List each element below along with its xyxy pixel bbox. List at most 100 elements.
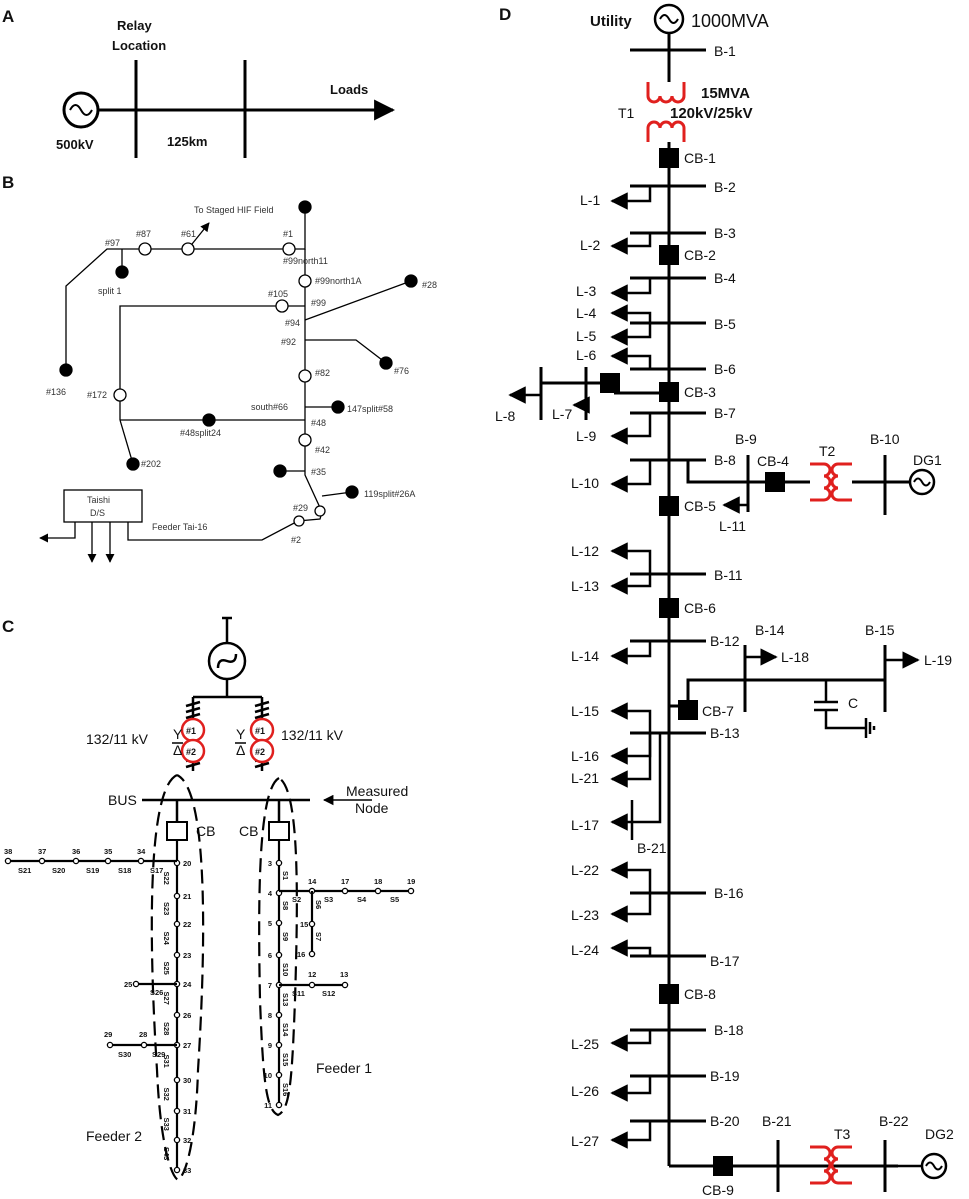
load-l23-arrow [610,893,652,923]
f2-node-label: 26 [183,1011,191,1020]
panel-d-loads: L-1L-2L-3L-4L-5L-6L-9L-10L-12L-13L-14L-1… [495,186,952,1149]
relay-location-label-1: Relay [117,18,152,33]
f2-branch-node-label: 37 [38,847,46,856]
tx-left-2-label: #2 [186,747,196,757]
tx-left [180,717,206,764]
f2-branch-node-label: 36 [72,847,80,856]
load-l6-arrow [610,347,652,369]
f2-node-label: 33 [183,1166,191,1175]
f2-section-s29-label: S29 [152,1050,165,1059]
f1-section-label: S8 [281,901,290,910]
relay-location-label-2: Location [112,38,166,53]
capacitor-label: C [848,695,858,711]
f1-node-13 [341,981,349,989]
f1-node-label: 9 [268,1041,272,1050]
load-l13-arrow [610,574,652,595]
cb2-label: CB-2 [684,247,716,263]
f2-node-28-label: 28 [139,1030,147,1039]
load-l10-label: L-10 [571,475,599,491]
utility-label: Utility [590,13,632,30]
t1-rating-label-1: 15MVA [701,85,750,102]
b10-label: B-10 [870,431,900,447]
t2-transformer [810,462,852,502]
node-172-label: #172 [87,390,107,400]
f2-node-label: 30 [183,1076,191,1085]
f1-node-12-label: 12 [308,970,316,979]
f1-node-label: 5 [268,919,272,928]
capacitor-icon [814,680,876,738]
f2-node-label: 21 [183,892,191,901]
load-l2-arrow [610,233,652,255]
f1-node-label: 11 [264,1101,272,1110]
f1-section-label: S15 [281,1053,290,1066]
f2-node [173,1076,181,1084]
feeder2-label: Feeder 2 [86,1128,142,1144]
cb1-label: CB-1 [684,150,716,166]
feeder1-loop [258,777,298,1117]
f2-node [173,892,181,900]
b4-label: B-4 [714,270,736,286]
load-l8-label: L-8 [495,408,515,424]
f2-branch-section-label: S19 [86,866,99,875]
load-l24-arrow [610,939,652,957]
f2-node-label: 31 [183,1107,191,1116]
b5-label: B-5 [714,316,736,332]
panel-b: B [2,173,418,563]
f2-node-25-label: 25 [124,980,132,989]
b11-label: B-11 [714,567,743,583]
f1-branch-node [407,887,415,895]
f1-node [275,919,283,927]
node-35-label: #35 [311,467,326,477]
t3-transformer [810,1145,852,1185]
b15-label: B-15 [865,622,895,638]
b13-label: B-13 [710,725,740,741]
f2-node [173,920,181,928]
f2-branch-section-label: S17 [150,866,163,875]
node-105-label: #105 [268,289,288,299]
dg1-label: DG1 [913,452,942,468]
b3-label: B-3 [714,225,736,241]
f2-node-29-label: 29 [104,1030,112,1039]
b14-label: B-14 [755,622,785,638]
panel-b-labels: To Staged HIF Field #87 #61 #97 #1 #99no… [46,205,437,545]
f2-node-label: 20 [183,859,191,868]
f2-branch-section-label: S21 [18,866,31,875]
f1-node-label: 7 [268,981,272,990]
f2-branch-node [104,857,112,865]
f1-branch-node-label: 14 [308,877,317,886]
b17-label: B-17 [710,953,740,969]
f2-node-label: 23 [183,951,191,960]
load-l11-label: L-11 [719,518,746,534]
f1-node-16 [308,950,316,958]
load-l1-arrow [610,186,652,210]
load-l9-label: L-9 [576,428,596,444]
node-76-label: #76 [394,366,409,376]
f1-branch-section-label: S2 [292,895,301,904]
node-99north1a-label: #99north1A [315,276,362,286]
f2-branch-section-label: S18 [118,866,131,875]
cb-left [166,821,188,841]
source-icon [62,91,100,129]
f2-node-28 [140,1041,148,1049]
load-l5-label: L-5 [576,328,596,344]
f1-branch-section-label: S3 [324,895,333,904]
f1-section-s11-label: S11 [292,989,305,998]
load-l7-label: L-7 [552,406,572,422]
panel-b-letter: B [2,173,14,192]
wye-left-label: Y [173,726,183,742]
node-29-label: #29 [293,503,308,513]
node-87-label: #87 [136,229,151,239]
panel-a-letter: A [2,7,14,26]
split1-label: split 1 [98,286,122,296]
load-l7-arrow [572,383,590,414]
f2-node-29 [106,1041,114,1049]
f1-branch-node-label: 18 [374,877,382,886]
utility-source-icon [653,3,685,35]
load-l3-arrow [610,278,652,302]
panel-d: D Utility 1000MVA [495,3,954,1198]
b2-label: B-2 [714,179,736,195]
load-l25-label: L-25 [571,1036,599,1052]
node-202-label: #202 [141,459,161,469]
f1-node-15 [308,920,316,928]
